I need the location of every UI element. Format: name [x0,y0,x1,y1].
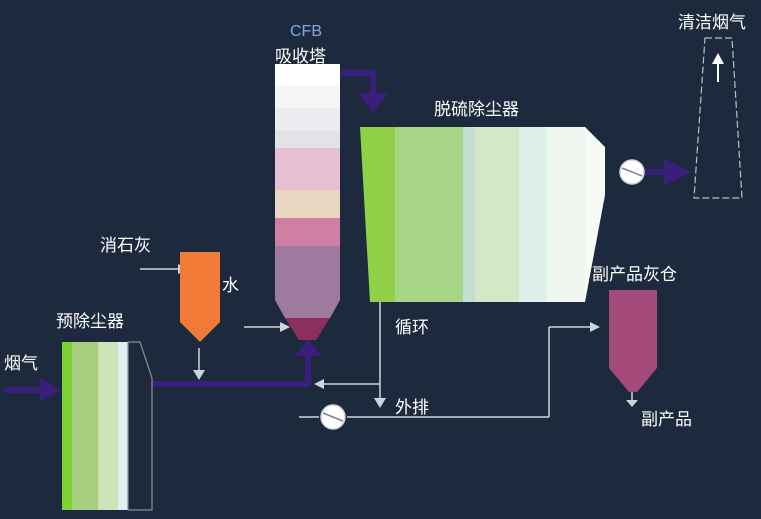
chimney [693,37,743,199]
precollector-to-absorber-pipe [152,355,311,387]
outlet-arrowhead [664,159,692,185]
to-silo-arrowhead [590,322,600,332]
byproduct-silo [609,290,657,392]
pre-dust-collector [62,341,153,511]
water-label: 水 [222,276,239,296]
precollector-label: 预除尘器 [56,312,124,332]
water-feed-arrowhead [280,322,290,332]
discharge-fan [320,404,346,430]
clean-gas-label: 清洁烟气 [678,13,746,33]
flue-gas-label: 烟气 [4,354,38,374]
collector-inlet-arrowhead [358,93,388,113]
desulfurization-collector [360,127,605,302]
absorber-to-collector-pipe [340,70,376,95]
lime-hopper [180,252,220,342]
recycle-return-arrowhead [314,379,324,389]
byproduct-label: 副产品 [641,410,692,430]
recycle-label: 循环 [395,318,429,338]
desulfurizer-label: 脱硫除尘器 [434,100,519,120]
induced-draft-fan [619,159,645,185]
discharge-arrowhead [374,398,386,408]
cfb-absorber [275,64,340,340]
flue-gas-inlet-arrowhead [40,378,60,402]
lime-drop-arrowhead [193,370,205,380]
cfb-label: CFB [290,23,322,40]
byproduct-silo-label: 副产品灰仓 [592,265,677,285]
absorber-label: 吸收塔 [275,47,326,67]
byproduct-out-arrowhead [626,400,638,407]
lime-label: 消石灰 [100,236,151,256]
discharge-label: 外排 [395,398,429,418]
absorber-inlet-arrowhead [294,340,322,356]
